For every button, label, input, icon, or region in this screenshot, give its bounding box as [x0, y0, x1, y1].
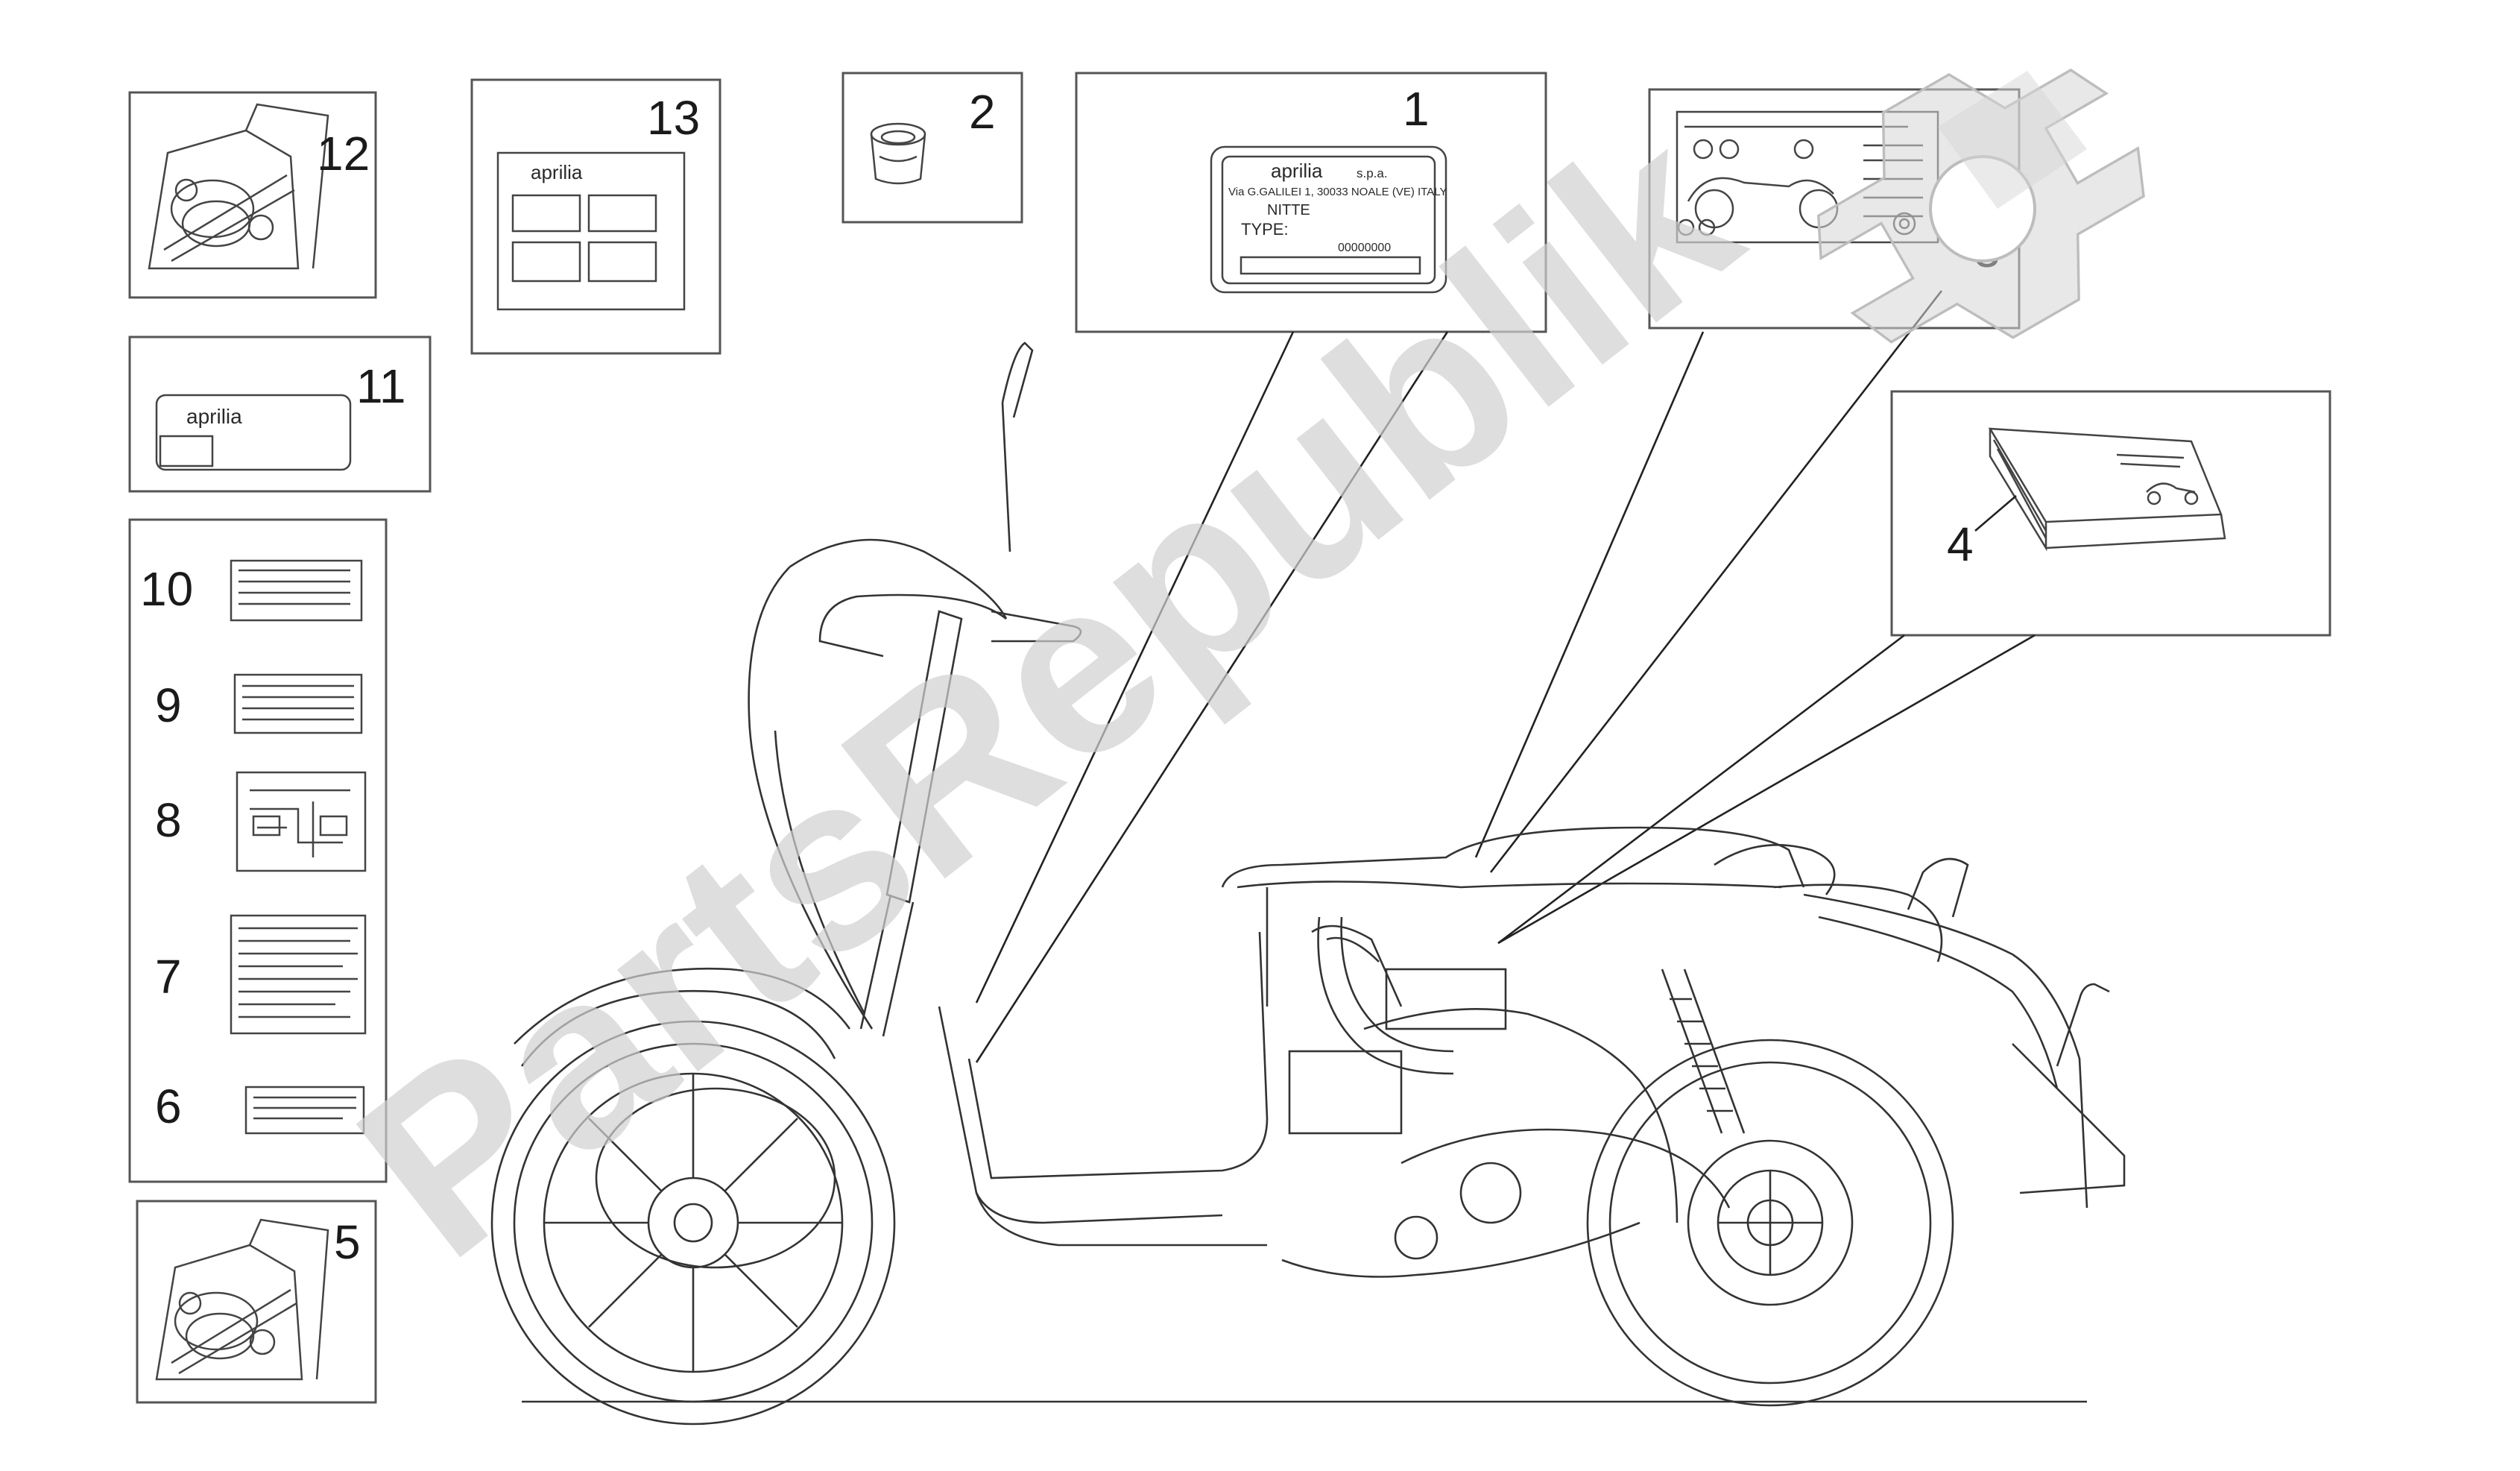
callout-box-4[interactable]: 4	[1890, 390, 2331, 637]
scooter-illustration	[490, 341, 2126, 1426]
identification-plate-icon	[1210, 145, 1447, 294]
emission-label-icon	[233, 673, 363, 734]
callout-number-12: 12	[317, 127, 370, 180]
plate-nitte: NITTE	[1267, 202, 1310, 218]
sticker-brand-label: aprilia	[186, 405, 242, 428]
callout-number-10: 10	[140, 562, 193, 616]
callout-box-5[interactable]: 5	[136, 1200, 377, 1404]
callout-number-1: 1	[1403, 82, 1430, 136]
watermark-badge	[1938, 71, 2087, 209]
front-wheel	[490, 1020, 896, 1426]
callout-number-7: 7	[155, 950, 182, 1004]
callout-box-2[interactable]: 2	[841, 72, 1023, 224]
owner-manual-icon	[1988, 427, 2226, 552]
brand-sticker-icon	[155, 394, 352, 471]
warning-label-icon	[230, 914, 367, 1035]
sticker-sheet-icon	[496, 151, 686, 311]
tool-kit-icon	[155, 1218, 329, 1381]
sticker-brand-label: aprilia	[531, 161, 583, 183]
plate-brand: aprilia	[1271, 160, 1323, 182]
callout-box-6-10[interactable]: 10 9 8 7 6	[128, 518, 388, 1183]
callout-number-6: 6	[155, 1080, 182, 1133]
hose-routing-label-icon	[236, 771, 367, 872]
callout-box-11[interactable]: aprilia 11	[128, 336, 432, 493]
callout-number-5: 5	[334, 1215, 361, 1269]
info-label-icon	[244, 1086, 365, 1135]
callout-number-9: 9	[155, 678, 182, 732]
leader-lines	[975, 290, 2036, 1063]
callout-number-13: 13	[647, 91, 700, 145]
callout-box-13[interactable]: aprilia 13	[470, 78, 721, 355]
plate-address: Via G.GALILEI 1, 30033 NOALE (VE) ITALY	[1228, 186, 1447, 198]
callout-box-1[interactable]: aprilia s.p.a. Via G.GALILEI 1, 30033 NO…	[1075, 72, 1547, 333]
gear-icon	[1816, 68, 2145, 344]
callout-number-8: 8	[155, 793, 182, 847]
rear-wheel	[1586, 1039, 1954, 1407]
callout-number-11: 11	[356, 359, 405, 413]
emission-label-icon	[230, 559, 363, 622]
callout-box-12[interactable]: 12	[128, 91, 377, 299]
callout-number-2: 2	[969, 85, 996, 139]
plate-serial: 00000000	[1338, 242, 1391, 254]
cap-icon	[870, 122, 926, 185]
plate-company-suffix: s.p.a.	[1357, 166, 1388, 180]
callout-number-4: 4	[1947, 517, 1974, 571]
tool-kit-icon	[148, 103, 329, 270]
plate-type-label: TYPE:	[1241, 220, 1289, 239]
